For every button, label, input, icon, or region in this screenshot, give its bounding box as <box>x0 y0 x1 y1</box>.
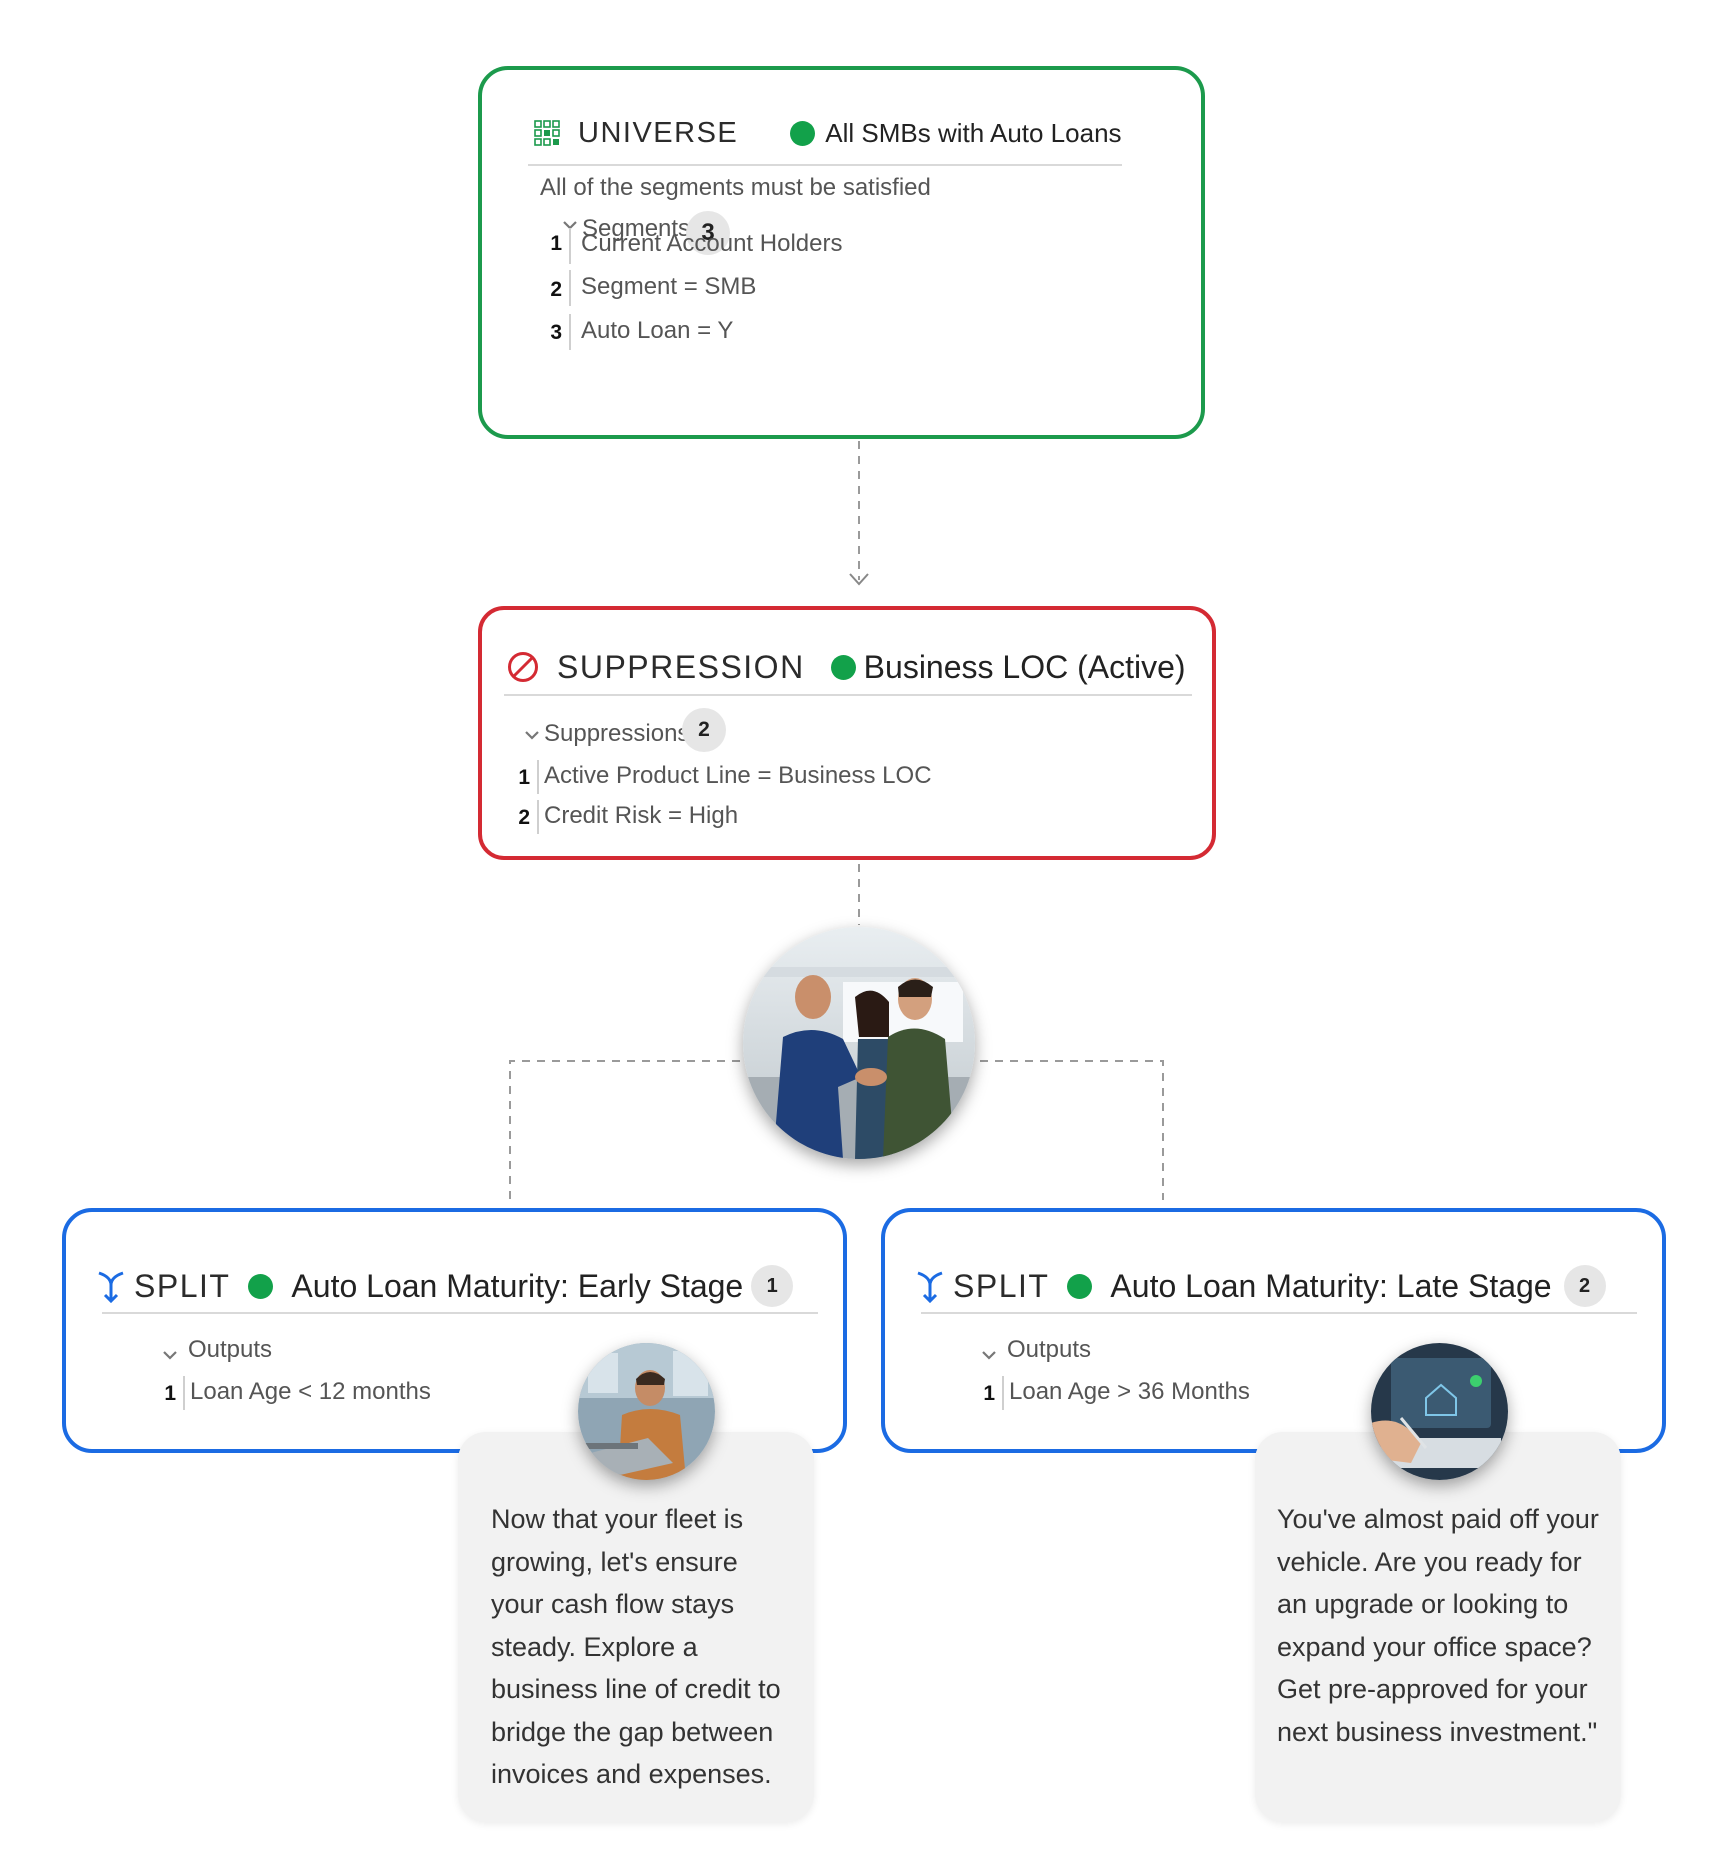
message-text: Now that your fleet is growing, let's en… <box>491 1504 781 1789</box>
suppression-item: Active Product Line = Business LOC <box>544 762 932 789</box>
item-divider <box>1002 1376 1004 1410</box>
suppressions-group-label[interactable]: Suppressions <box>544 720 690 747</box>
item-divider <box>569 228 571 264</box>
item-number: 1 <box>983 1382 995 1405</box>
item-divider <box>183 1376 185 1410</box>
card-type-label: SPLIT <box>953 1267 1050 1304</box>
header-divider <box>504 694 1192 696</box>
item-divider <box>537 760 539 794</box>
chevron-down-icon[interactable] <box>981 1348 997 1366</box>
item-number: 1 <box>164 1382 176 1405</box>
header-divider <box>921 1312 1637 1314</box>
header-divider <box>528 164 1122 166</box>
grid-icon <box>534 120 560 146</box>
item-divider <box>569 270 571 306</box>
universe-card[interactable]: UNIVERSE All SMBs with Auto Loans All of… <box>478 66 1205 439</box>
split-name: Auto Loan Maturity: Early Stage <box>291 1267 744 1304</box>
item-number: 3 <box>550 321 562 344</box>
suppression-name: Business LOC (Active) <box>863 648 1186 685</box>
customer-handshake-photo <box>743 927 975 1159</box>
outputs-group-label[interactable]: Outputs <box>188 1336 273 1363</box>
segments-count-badge: 3 <box>686 211 730 255</box>
split-card-early-stage[interactable]: SPLIT Auto Loan Maturity: Early Stage 1 … <box>62 1208 847 1453</box>
outputs-group-label[interactable]: Outputs <box>1007 1336 1092 1363</box>
item-number: 2 <box>550 278 562 301</box>
status-dot <box>248 1273 274 1299</box>
message-text: You've almost paid off your vehicle. Are… <box>1277 1504 1599 1747</box>
header-divider <box>102 1312 818 1314</box>
status-dot <box>830 654 856 680</box>
split-card-late-stage[interactable]: SPLIT Auto Loan Maturity: Late Stage 2 O… <box>881 1208 1666 1453</box>
output-item: Loan Age > 36 Months <box>1009 1378 1250 1405</box>
suppression-item: Credit Risk = High <box>544 802 739 829</box>
card-type-label: UNIVERSE <box>578 116 739 149</box>
segment-item: Segment = SMB <box>581 273 757 300</box>
status-dot <box>790 120 816 146</box>
item-divider <box>537 800 539 834</box>
chevron-down-icon[interactable] <box>524 728 540 746</box>
universe-name: All SMBs with Auto Loans <box>825 117 1122 148</box>
item-divider <box>569 314 571 350</box>
split-icon <box>98 1271 124 1303</box>
message-card-late-stage: You've almost paid off your vehicle. Are… <box>1255 1432 1621 1822</box>
condition-text: All of the segments must be satisfied <box>540 174 931 201</box>
suppressions-count-badge: 2 <box>682 708 726 752</box>
prohibited-icon <box>508 652 538 682</box>
split-icon <box>917 1271 943 1303</box>
segment-item: Current Account Holders <box>581 230 843 257</box>
suppression-card[interactable]: SUPPRESSION Business LOC (Active) Suppre… <box>478 606 1216 860</box>
businessman-laptop-photo <box>578 1343 715 1480</box>
card-type-label: SUPPRESSION <box>557 648 805 685</box>
split-order-badge: 2 <box>1563 1265 1606 1307</box>
output-item: Loan Age < 12 months <box>190 1378 431 1405</box>
item-number: 1 <box>518 766 530 789</box>
split-order-badge: 1 <box>751 1265 794 1307</box>
message-card-early-stage: Now that your fleet is growing, let's en… <box>458 1432 814 1822</box>
split-name: Auto Loan Maturity: Late Stage <box>1110 1267 1552 1304</box>
chevron-down-icon[interactable] <box>162 1348 178 1366</box>
item-number: 1 <box>550 232 562 255</box>
item-number: 2 <box>518 806 530 829</box>
status-dot <box>1067 1273 1093 1299</box>
segments-group-label[interactable]: Segments <box>582 215 691 242</box>
payment-laptop-photo <box>1371 1343 1508 1480</box>
segment-item: Auto Loan = Y <box>581 317 734 344</box>
card-type-label: SPLIT <box>134 1267 231 1304</box>
